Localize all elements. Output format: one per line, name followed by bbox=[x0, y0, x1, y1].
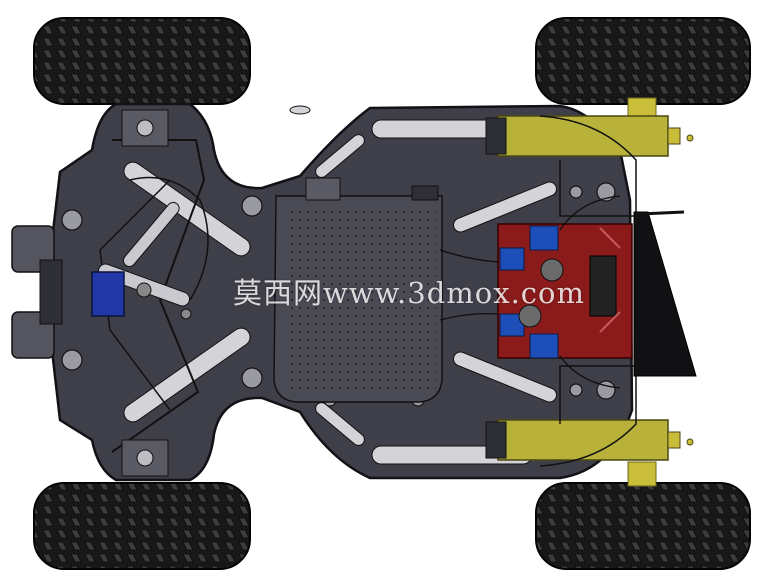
controller-board bbox=[273, 177, 443, 403]
motor-driver-board bbox=[497, 223, 633, 359]
ultrasonic-sensor bbox=[11, 225, 63, 359]
wiring bbox=[439, 195, 621, 389]
front-left-kingpin bbox=[121, 109, 169, 147]
motor-top bbox=[485, 115, 694, 157]
tire-front-left bbox=[33, 17, 251, 105]
tire-rear-left bbox=[33, 482, 251, 570]
rear-left-kingpin bbox=[121, 439, 169, 477]
axle-bottom-right bbox=[627, 461, 657, 487]
motor-bottom bbox=[485, 419, 694, 461]
tire-rear-right bbox=[535, 482, 751, 570]
watermark: 莫西网www.3dmox.com bbox=[233, 276, 585, 310]
battery-wire bbox=[639, 210, 685, 216]
battery-holder bbox=[633, 211, 697, 377]
motor-mount-brackets bbox=[539, 115, 637, 467]
tire-front-right bbox=[535, 17, 751, 105]
servo-motor bbox=[91, 271, 125, 317]
